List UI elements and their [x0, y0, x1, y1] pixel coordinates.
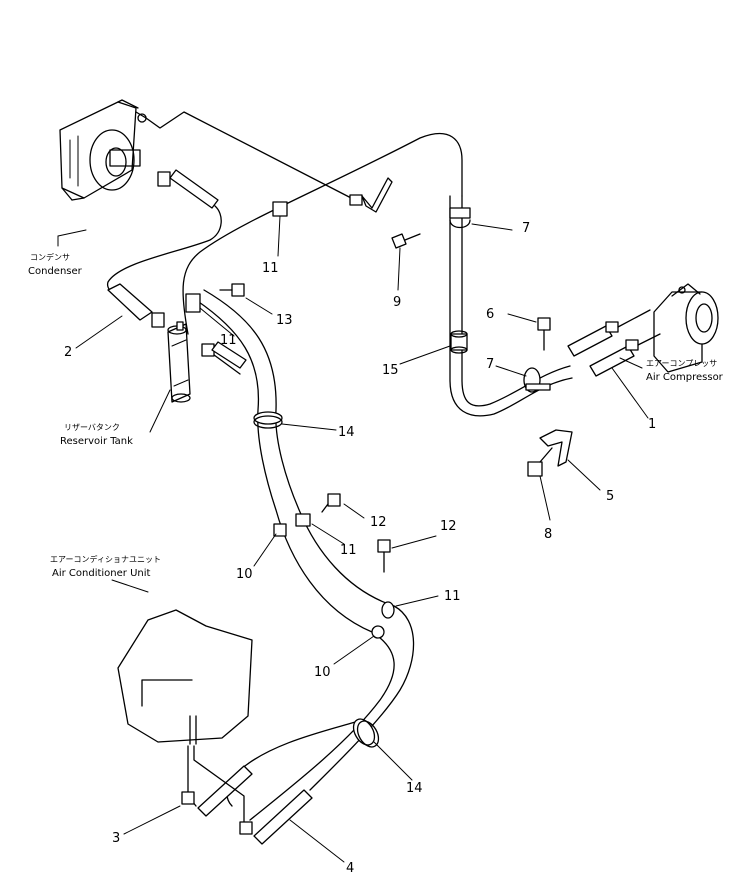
callout-10-b: 10: [314, 665, 331, 680]
hose-fitting-condenser: [157, 169, 219, 209]
callout-11-b: 11: [220, 333, 237, 348]
clamp-7-top: [449, 207, 471, 229]
callout-14-upper: 14: [338, 425, 355, 440]
bolt-8: [527, 447, 553, 477]
main-hose-right-edge: [203, 289, 395, 607]
clamp-11-d: [381, 601, 395, 619]
compressor-hose-fittings: [567, 309, 661, 377]
air-compressor: [653, 283, 719, 373]
callout-11-c: 11: [340, 543, 357, 558]
reservoir-tank: [167, 321, 191, 403]
hose-2: [106, 205, 222, 297]
callout-13: 13: [276, 313, 293, 328]
clamp-10-a: [273, 523, 287, 537]
callout-3: 3: [112, 831, 120, 846]
callout-11-d: 11: [444, 589, 461, 604]
callout-8: 8: [544, 527, 552, 542]
callout-7-top: 7: [522, 221, 530, 236]
hose-1-loop: [449, 195, 573, 417]
clamp-11-b: [185, 293, 201, 313]
clamp-11-a: [272, 201, 288, 217]
callout-6: 6: [486, 307, 494, 322]
hose-4-fitting: [193, 745, 313, 845]
condenser: [59, 99, 147, 201]
callout-12-a: 12: [370, 515, 387, 530]
callout-7-right: 7: [486, 357, 494, 372]
air-compressor-label-en: Air Compressor: [646, 372, 724, 383]
ac-unit-label-en: Air Conditioner Unit: [52, 568, 151, 579]
callout-5: 5: [606, 489, 614, 504]
callout-14-lower: 14: [406, 781, 423, 796]
callout-15: 15: [382, 363, 399, 378]
hose-4: [226, 719, 363, 807]
clamp-15: [450, 330, 468, 354]
callout-2: 2: [64, 345, 72, 360]
hose-14-lower: [249, 605, 415, 821]
condenser-top-hose: [145, 111, 356, 201]
callout-1: 1: [648, 417, 656, 432]
bracket-5: [539, 429, 573, 467]
clamp-7-right: [523, 367, 551, 393]
bolt-9: [391, 233, 421, 249]
hose-3: [181, 745, 253, 817]
clamp-14-lower: [352, 718, 380, 748]
callout-9: 9: [393, 295, 401, 310]
clamp-10-b: [371, 625, 385, 639]
bolt-12-b: [377, 539, 391, 573]
air-conditioner-unit: [117, 609, 253, 745]
reservoir-tank-label-en: Reservoir Tank: [60, 436, 133, 447]
reservoir-hose-fitting: [201, 341, 247, 369]
bolt-13: [219, 283, 245, 297]
condenser-label-en: Condenser: [28, 266, 83, 277]
bolt-6: [537, 317, 551, 351]
callout-12-b: 12: [440, 519, 457, 534]
condenser-label-jp: コンデンサ: [30, 252, 70, 262]
main-hose-left-edge: [195, 299, 373, 633]
callout-11-a: 11: [262, 261, 279, 276]
leader-lines: [57, 215, 649, 863]
bolt-12-a: [321, 493, 341, 513]
reservoir-tank-label-jp: リザーバタンク: [64, 423, 120, 432]
callout-4: 4: [346, 861, 354, 876]
hose-2-fitting: [107, 283, 165, 328]
clamp-14-upper: [253, 411, 283, 429]
hose-fitting-top-center: [349, 177, 393, 213]
air-compressor-label-jp: エアーコンプレッサ: [646, 359, 717, 368]
callout-10-a: 10: [236, 567, 253, 582]
clamp-11-c: [295, 513, 311, 527]
ac-unit-label-jp: エアーコンディショナユニット: [50, 554, 161, 564]
